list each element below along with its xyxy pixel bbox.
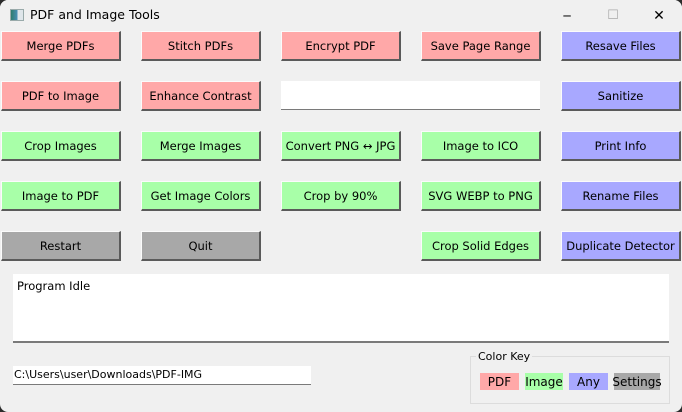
save-page-range-button[interactable]: Save Page Range: [421, 31, 541, 61]
maximize-button[interactable]: ☐: [590, 0, 636, 31]
close-icon: ✕: [653, 7, 665, 24]
rename-files-button[interactable]: Rename Files: [561, 181, 681, 211]
color-key-title: Color Key: [476, 350, 533, 363]
merge-images-button[interactable]: Merge Images: [141, 131, 261, 161]
color-key-image: Image: [525, 373, 563, 390]
pdf-to-image-button[interactable]: PDF to Image: [1, 81, 121, 111]
status-text: Program Idle: [17, 279, 91, 293]
sanitize-button[interactable]: Sanitize: [561, 81, 681, 111]
crop-solid-edges-button[interactable]: Crop Solid Edges: [421, 231, 541, 261]
window-title: PDF and Image Tools: [30, 7, 160, 22]
get-image-colors-button[interactable]: Get Image Colors: [141, 181, 261, 211]
page-range-input[interactable]: [281, 81, 540, 110]
title-bar: PDF and Image Tools ─ ☐ ✕: [0, 0, 682, 31]
image-to-pdf-button[interactable]: Image to PDF: [1, 181, 121, 211]
color-key-group: [470, 356, 670, 404]
restart-button[interactable]: Restart: [1, 231, 121, 261]
color-key-pdf: PDF: [480, 373, 519, 390]
close-button[interactable]: ✕: [636, 0, 682, 31]
print-info-button[interactable]: Print Info: [561, 131, 681, 161]
image-to-ico-button[interactable]: Image to ICO: [421, 131, 541, 161]
maximize-icon: ☐: [607, 8, 619, 23]
merge-pdfs-button[interactable]: Merge PDFs: [1, 31, 121, 61]
minimize-button[interactable]: ─: [544, 0, 590, 31]
directory-input[interactable]: C:\Users\user\Downloads\PDF-IMG: [13, 366, 311, 385]
encrypt-pdf-button[interactable]: Encrypt PDF: [281, 31, 401, 61]
minimize-icon: ─: [563, 8, 571, 23]
duplicate-detector-button[interactable]: Duplicate Detector: [561, 231, 681, 261]
enhance-contrast-button[interactable]: Enhance Contrast: [141, 81, 261, 111]
color-key-any: Any: [569, 373, 608, 390]
color-key-settings: Settings: [612, 373, 662, 390]
resave-files-button[interactable]: Resave Files: [561, 31, 681, 61]
stitch-pdfs-button[interactable]: Stitch PDFs: [141, 31, 261, 61]
crop-by-90-button[interactable]: Crop by 90%: [281, 181, 401, 211]
status-output[interactable]: Program Idle: [13, 274, 669, 343]
crop-images-button[interactable]: Crop Images: [1, 131, 121, 161]
svg-webp-to-png-button[interactable]: SVG WEBP to PNG: [421, 181, 541, 211]
app-icon: [10, 9, 24, 21]
quit-button[interactable]: Quit: [141, 231, 261, 261]
convert-png-jpg-button[interactable]: Convert PNG ↔ JPG: [281, 131, 401, 161]
